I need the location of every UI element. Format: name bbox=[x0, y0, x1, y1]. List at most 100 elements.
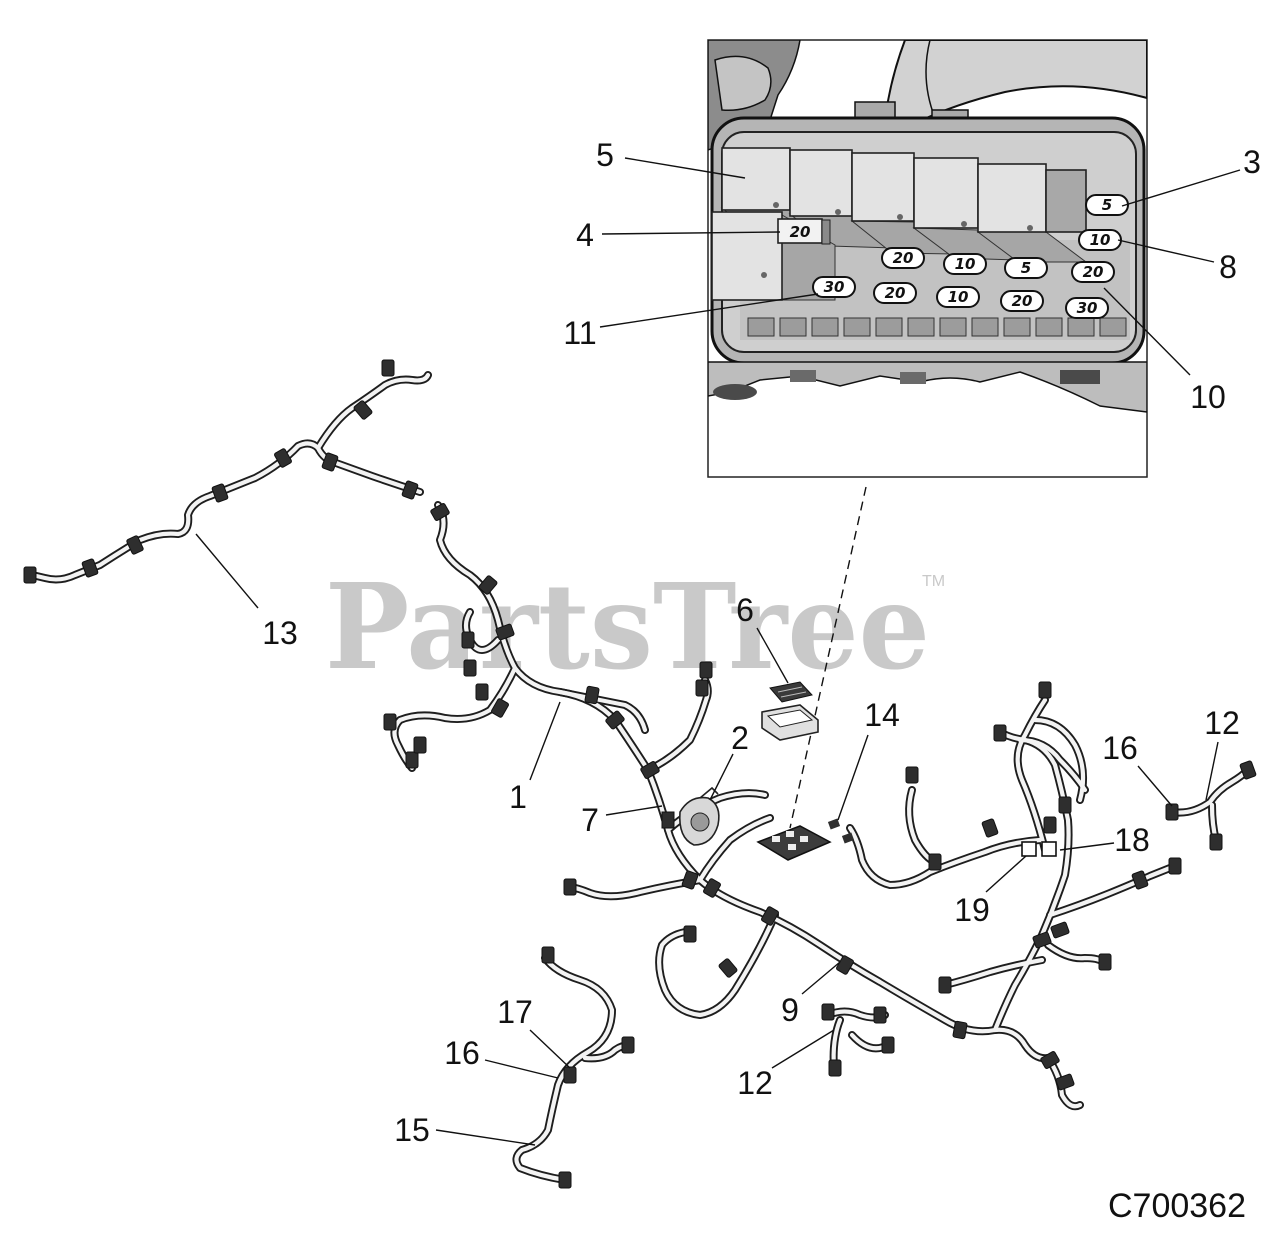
callouts: 13 6 14 2 12 16 1 7 18 19 9 17 16 12 15 bbox=[195, 533, 1240, 1148]
callout-12-right: 12 bbox=[1204, 705, 1240, 741]
relay bbox=[789, 149, 853, 217]
callout-7: 7 bbox=[581, 802, 599, 838]
connectors bbox=[23, 359, 1257, 1189]
connector bbox=[495, 623, 515, 641]
callout-10: 10 bbox=[1190, 379, 1226, 415]
connector bbox=[23, 566, 37, 584]
connector bbox=[1038, 681, 1052, 699]
diagram-code: C700362 bbox=[1108, 1187, 1246, 1225]
fuses: 5 20 10 20 10 bbox=[777, 194, 1129, 319]
connector bbox=[1209, 833, 1223, 851]
callout-5: 5 bbox=[596, 137, 614, 173]
callout-9: 9 bbox=[781, 992, 799, 1028]
fuse: 30 bbox=[1065, 297, 1109, 319]
connector bbox=[381, 359, 395, 377]
fuse: 10 bbox=[936, 286, 980, 308]
fuse-rating: 20 bbox=[1012, 292, 1033, 310]
fuse-block bbox=[756, 825, 832, 861]
connector bbox=[563, 878, 577, 896]
connector bbox=[1239, 760, 1257, 780]
connector bbox=[1131, 870, 1149, 890]
connector bbox=[1055, 1073, 1075, 1091]
fuse-rating: 30 bbox=[824, 278, 845, 296]
connector bbox=[905, 766, 919, 784]
connector bbox=[584, 685, 600, 705]
fuse-rating: 5 bbox=[1102, 196, 1112, 214]
callout-12-bottom: 12 bbox=[737, 1065, 773, 1101]
callout-13: 13 bbox=[262, 615, 298, 651]
fuse-rating: 20 bbox=[790, 223, 811, 241]
inset-reference-line bbox=[789, 486, 867, 829]
inset-callouts: 5 3 4 8 11 10 bbox=[563, 137, 1261, 415]
connector bbox=[478, 575, 498, 595]
fuse-rating: 20 bbox=[1083, 263, 1104, 281]
fuse-rating: 10 bbox=[955, 255, 976, 273]
connector bbox=[413, 736, 427, 754]
callout-4: 4 bbox=[576, 217, 594, 253]
connector bbox=[981, 818, 999, 838]
connector bbox=[405, 751, 419, 769]
connector bbox=[1168, 857, 1182, 875]
fuse-rating: 10 bbox=[1090, 231, 1111, 249]
connector bbox=[681, 870, 699, 890]
wire-harness bbox=[23, 359, 1257, 1189]
fuse: 10 bbox=[1078, 229, 1122, 251]
connector bbox=[718, 958, 738, 978]
watermark-trademark: TM bbox=[922, 573, 945, 590]
callout-16-right: 16 bbox=[1102, 730, 1138, 766]
fuse-cover bbox=[761, 704, 819, 741]
connector bbox=[761, 906, 779, 926]
connector bbox=[881, 1036, 895, 1054]
connector bbox=[640, 761, 660, 779]
mounting-plate bbox=[678, 786, 720, 846]
connector bbox=[461, 631, 475, 649]
connector bbox=[430, 503, 450, 521]
connector bbox=[541, 946, 555, 964]
callout-1: 1 bbox=[509, 779, 527, 815]
fuse-rating: 20 bbox=[885, 284, 906, 302]
relay bbox=[721, 147, 791, 211]
connector bbox=[828, 1059, 842, 1077]
connector bbox=[1032, 931, 1052, 949]
callout-19: 19 bbox=[954, 892, 990, 928]
connector bbox=[463, 659, 477, 677]
fuse: 5 bbox=[1004, 257, 1048, 279]
relay bbox=[851, 152, 915, 222]
fuse: 10 bbox=[943, 253, 987, 275]
gasket bbox=[769, 681, 813, 703]
callout-3: 3 bbox=[1243, 144, 1261, 180]
inset-artwork: 5 20 10 20 10 bbox=[708, 40, 1147, 413]
connector bbox=[401, 480, 419, 500]
watermark-text: PartsTree bbox=[325, 557, 930, 696]
connector bbox=[928, 853, 942, 871]
relay bbox=[711, 211, 783, 301]
connector bbox=[1040, 1051, 1060, 1069]
connector bbox=[703, 878, 721, 898]
fuse: 5 bbox=[1085, 194, 1129, 216]
fuse-rating: 20 bbox=[893, 249, 914, 267]
fuse: 20 bbox=[1000, 290, 1044, 312]
connector bbox=[873, 1006, 887, 1024]
connector bbox=[274, 448, 292, 468]
fuse: 20 bbox=[881, 247, 925, 269]
components bbox=[661, 681, 1057, 861]
callout-6: 6 bbox=[736, 592, 754, 628]
connector bbox=[699, 661, 713, 679]
fuse-rating: 30 bbox=[1077, 299, 1098, 317]
connector bbox=[1098, 953, 1112, 971]
connector bbox=[563, 1066, 577, 1084]
harness-fill bbox=[28, 375, 1248, 1180]
connector bbox=[475, 683, 489, 701]
callout-15: 15 bbox=[394, 1112, 430, 1148]
connector bbox=[321, 452, 339, 472]
mounting-bracket bbox=[708, 361, 1147, 413]
connector bbox=[1058, 796, 1072, 814]
connector bbox=[491, 698, 509, 718]
fuse: 20 bbox=[1071, 261, 1115, 283]
connector bbox=[952, 1020, 968, 1040]
connector bbox=[605, 710, 625, 730]
watermark: PartsTree TM bbox=[325, 557, 945, 696]
callout-11: 11 bbox=[563, 315, 596, 351]
connector bbox=[126, 535, 144, 555]
